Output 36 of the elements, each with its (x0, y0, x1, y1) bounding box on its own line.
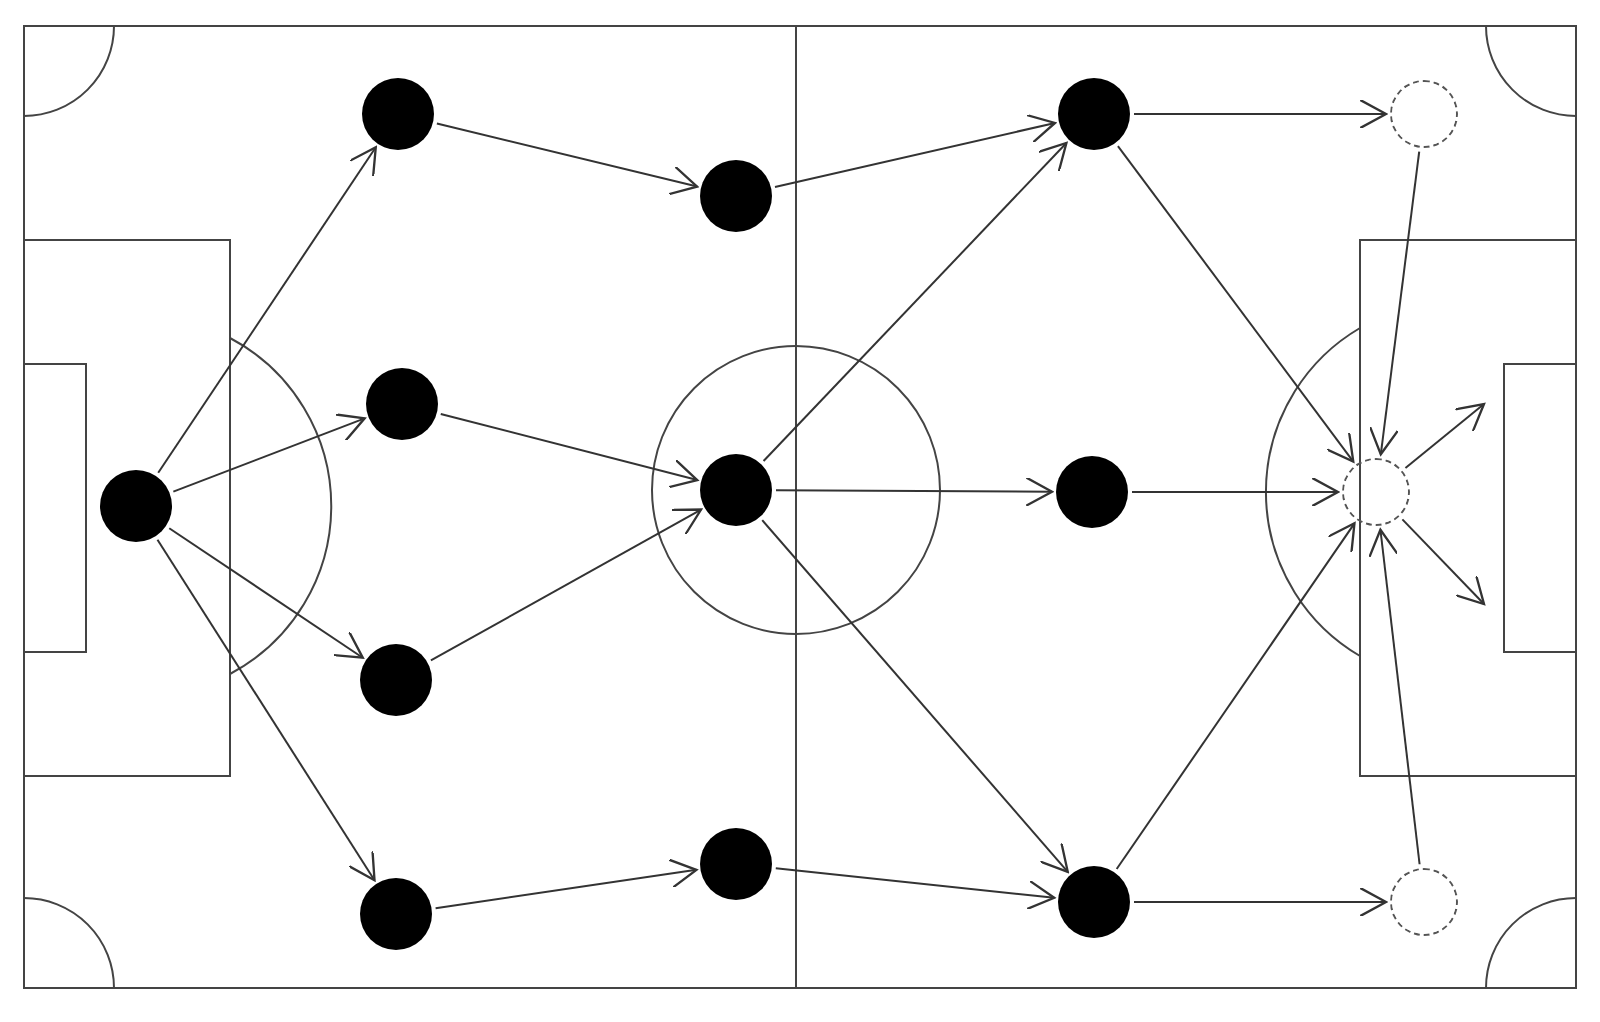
player-marker (100, 470, 172, 542)
arrow (172, 413, 366, 493)
player-marker (360, 644, 432, 716)
player-marker (362, 78, 434, 150)
arrow (435, 122, 699, 196)
arrow (1133, 98, 1388, 130)
arrow (775, 476, 1054, 507)
arrow (1131, 476, 1340, 508)
player-marker (1058, 866, 1130, 938)
arrow (1401, 518, 1486, 606)
arrow (774, 867, 1056, 911)
arrow (774, 113, 1057, 189)
arrow (156, 538, 376, 882)
target-position-marker (1390, 868, 1458, 936)
arrow (157, 146, 377, 474)
arrow (434, 858, 698, 910)
arrow (429, 508, 703, 662)
player-marker (1058, 78, 1130, 150)
arrow (168, 527, 364, 659)
arrow (1116, 145, 1355, 463)
player-marker (366, 368, 438, 440)
player-marker (360, 878, 432, 950)
arrow (1368, 150, 1421, 456)
player-marker (1056, 456, 1128, 528)
arrow (439, 412, 699, 489)
target-position-marker (1390, 80, 1458, 148)
arrow (761, 519, 1069, 873)
player-marker (700, 160, 772, 232)
arrow (1115, 522, 1356, 871)
player-marker (700, 454, 772, 526)
arrow (1404, 402, 1486, 469)
arrow (1133, 886, 1388, 918)
arrow (1368, 528, 1421, 866)
arrow (762, 141, 1068, 463)
target-position-marker (1342, 458, 1410, 526)
player-marker (700, 828, 772, 900)
